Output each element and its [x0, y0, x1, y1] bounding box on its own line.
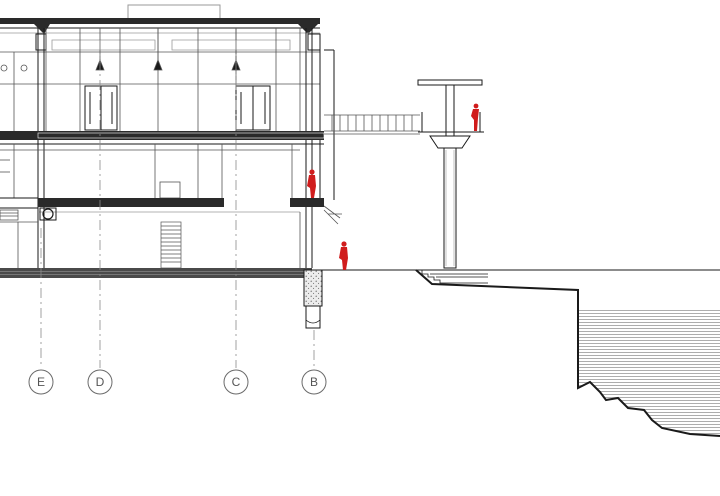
- person-figure-middle-floor: [307, 169, 316, 198]
- pendant-lamps: [95, 28, 241, 71]
- staircase: [160, 221, 182, 269]
- gridline-label-E: E: [37, 375, 45, 389]
- gridline-E: E: [28, 228, 54, 395]
- upper-doors: [84, 85, 271, 131]
- ground-slab: [0, 268, 323, 329]
- gridline-D: D: [87, 40, 113, 395]
- structural-columns: [37, 28, 335, 268]
- roof: [0, 4, 321, 51]
- ground-floor: [0, 209, 301, 268]
- observation-tower: [417, 79, 484, 269]
- gridline-C: C: [223, 40, 249, 395]
- gridline-label-D: D: [96, 375, 105, 389]
- gridline-label-B: B: [310, 375, 318, 389]
- gridline-label-C: C: [232, 375, 241, 389]
- bridge: [324, 114, 420, 135]
- gridline-B: B: [301, 330, 327, 395]
- person-figure-ground: [339, 241, 348, 270]
- middle-floor: [0, 144, 300, 199]
- terrain-profile: [415, 269, 720, 437]
- person-figure-tower: [471, 103, 479, 131]
- tower-steps: [418, 269, 488, 284]
- middle-floor-slab: [0, 197, 342, 225]
- upper-floor-slab: [0, 131, 325, 145]
- upper-floor-glazing: [0, 28, 320, 132]
